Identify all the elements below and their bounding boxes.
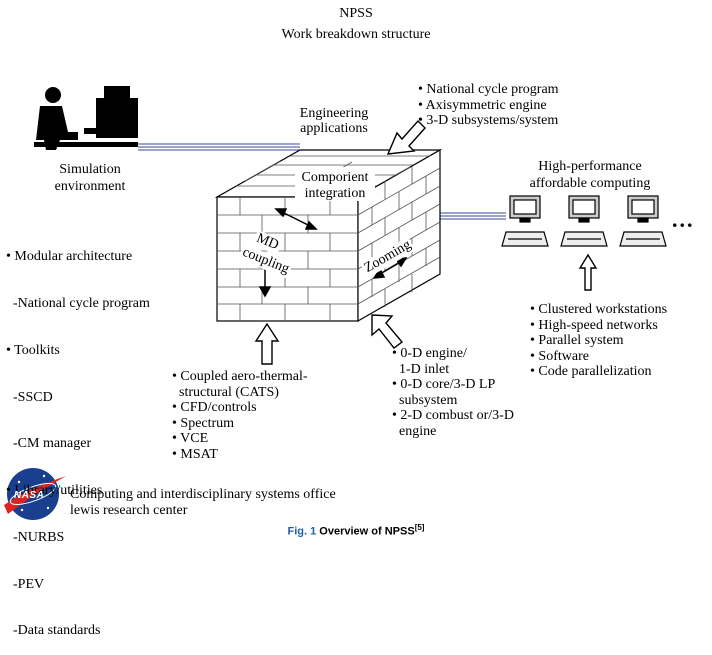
list-item: • Clustered workstations [530,302,668,317]
computing-arrow-icon [578,253,598,291]
list-item: -SSCD [6,389,53,405]
list-item: • Modular architecture [6,249,133,265]
engineering-arrow-icon [386,119,426,155]
list-item: • Library/utilities [6,483,103,499]
computing-connector [440,212,506,220]
list-item: • Coupled aero-thermal- [172,369,308,384]
list-item: -CM manager [6,436,92,452]
list-item: • Axisymmetric engine [418,97,547,113]
list-item: -Data standards [6,623,101,639]
simulation-features-list: • Modular architecture -National cycle p… [6,218,150,655]
list-item: • VCE [172,431,209,447]
list-item: • MSAT [172,446,218,462]
more-workstations-ellipsis: ... [672,207,695,232]
list-item: • 3-D subsystems/system [418,113,559,129]
org-line2: lewis research center [70,503,188,518]
workstation-icon-2 [560,195,608,247]
list-item: • High-speed networks [530,317,658,333]
list-item: • 0-D core/3-D LP [392,377,496,393]
list-item: • Software [530,348,589,364]
coupled-arrow-icon [254,322,280,365]
list-item: -National cycle program [6,295,150,311]
diagram-title: NPSS [339,6,373,21]
workstation-icons [501,195,667,247]
list-item: engine [392,423,437,439]
list-item: • 2-D combust or/3-D [392,408,514,424]
list-item: • National cycle program [418,82,559,97]
figure-caption: Fig. 1 Overview of NPSS[5] [0,523,712,538]
cube-top-label-bg [295,167,375,201]
hollow-arrows [254,119,598,365]
list-item: • Parallel system [530,333,624,349]
caption-text: Overview of NPSS [316,525,415,538]
list-item: subsystem [392,392,458,408]
computing-features-list: • Clustered workstations • High-speed ne… [530,302,667,380]
simulation-connector [138,143,300,151]
simulation-label-line2: environment [54,179,126,194]
computing-label-line1: High-performance [538,159,642,174]
list-item: • Toolkits [6,342,60,358]
cube-top-label-line2: integration [304,186,366,201]
list-item: -PEV [6,576,45,592]
computing-label-line2: affordable computing [529,176,651,191]
nasa-logo-icon [4,468,66,520]
caption-ref: [5] [414,523,425,532]
zero-d-arrow-icon [371,314,404,349]
list-item: 1-D inlet [392,361,450,377]
list-item: • 0-D engine/ [392,346,467,361]
workstation-icon-3 [619,195,667,247]
list-item: -NURBS [6,529,65,545]
engineering-apps-list: • National cycle program • Axisymmetric … [418,82,559,129]
zooming-levels-list: • 0-D engine/ 1-D inlet • 0-D core/3-D L… [392,346,514,440]
diagram-graphics [4,86,667,520]
org-line1: Computing and interdisciplinary systems … [70,487,336,502]
list-item: structural (CATS) [172,384,279,400]
coupled-analysis-list: • Coupled aero-thermal- structural (CATS… [172,369,308,463]
list-item: • CFD/controls [172,400,257,416]
caption-prefix: Fig. 1 [287,525,317,538]
computer-user-icon [34,86,138,150]
nasa-logo-text: NASA [14,490,45,501]
engineering-label-line1: Engineering [299,106,369,121]
list-item: • Spectrum [172,415,235,431]
list-item: • Code parallelization [530,364,652,380]
simulation-label-line1: Simulation [59,162,121,177]
cube-top-label-line1: Comporient [301,170,369,185]
workstation-icon-1 [501,195,549,247]
engineering-label-line2: applications [300,121,368,136]
diagram-subtitle: Work breakdown structure [281,27,431,42]
